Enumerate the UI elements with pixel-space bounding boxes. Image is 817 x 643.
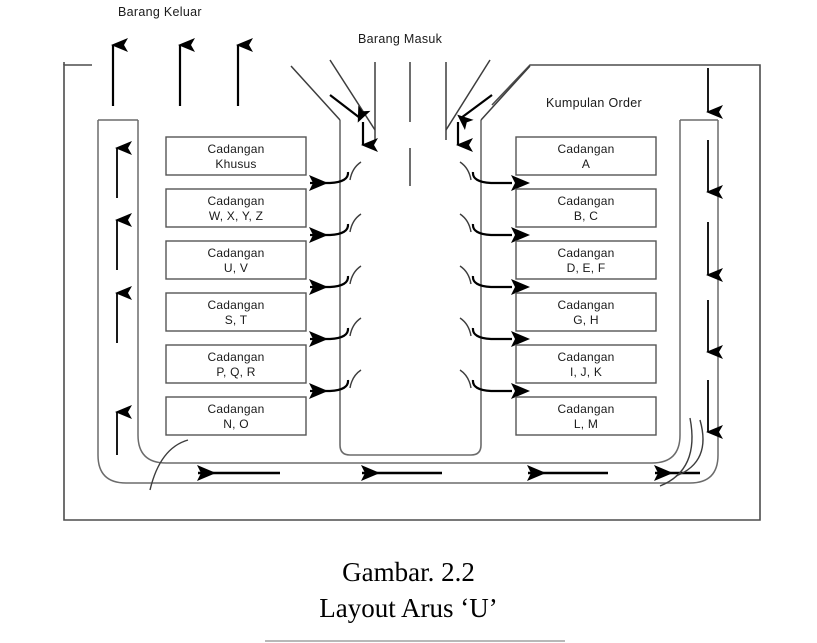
- storage-items: I, J, K: [569, 365, 603, 379]
- storage-box: [515, 292, 657, 332]
- storage-box: [165, 240, 307, 280]
- storage-box-label-left-5: Cadangan N, O: [166, 402, 306, 432]
- storage-box-label-right-2: Cadangan D, E, F: [516, 246, 656, 276]
- right-storage-boxes: [515, 136, 657, 436]
- left-storage-boxes: [165, 136, 307, 436]
- storage-title: Cadangan: [207, 246, 265, 260]
- central-receiving-aisle: [339, 120, 482, 456]
- storage-box: [165, 136, 307, 176]
- storage-items: A: [581, 157, 591, 171]
- right-branch-arrows: [471, 171, 530, 399]
- left-branch-hooks: [349, 161, 362, 389]
- storage-items: P, Q, R: [216, 365, 256, 379]
- storage-box: [165, 344, 307, 384]
- inbound-flow-arrows: [329, 94, 493, 152]
- storage-title: Cadangan: [207, 402, 265, 416]
- storage-title: Cadangan: [557, 350, 615, 364]
- storage-title: Cadangan: [557, 246, 615, 260]
- storage-box-label-left-1: Cadangan W, X, Y, Z: [166, 194, 306, 224]
- storage-box: [515, 344, 657, 384]
- warehouse-outer-wall: [63, 62, 761, 521]
- label-kumpulan-order: Kumpulan Order: [546, 96, 642, 110]
- storage-title: Cadangan: [207, 350, 265, 364]
- storage-items: B, C: [573, 209, 599, 223]
- u-corridor-walls: [97, 119, 719, 484]
- storage-box-label-right-5: Cadangan L, M: [516, 402, 656, 432]
- figure-caption-line-2: Layout Arus ‘U’: [319, 593, 498, 623]
- corner-transition-curves: [149, 417, 704, 491]
- storage-box: [515, 240, 657, 280]
- outbound-arrows: [111, 38, 253, 106]
- storage-box-label-right-1: Cadangan B, C: [516, 194, 656, 224]
- storage-title: Cadangan: [207, 298, 265, 312]
- inbound-funnel-lines: [290, 59, 531, 186]
- storage-box-label-right-3: Cadangan G, H: [516, 298, 656, 328]
- storage-box: [165, 188, 307, 228]
- storage-box: [165, 396, 307, 436]
- storage-box-label-left-3: Cadangan S, T: [166, 298, 306, 328]
- storage-title: Cadangan: [557, 298, 615, 312]
- storage-box: [515, 136, 657, 176]
- storage-box: [165, 292, 307, 332]
- storage-items: U, V: [223, 261, 249, 275]
- storage-items: S, T: [224, 313, 248, 327]
- storage-box-label-left-4: Cadangan P, Q, R: [166, 350, 306, 380]
- storage-items: L, M: [573, 417, 599, 431]
- storage-title: Cadangan: [557, 142, 615, 156]
- label-barang-keluar: Barang Keluar: [118, 5, 202, 19]
- page-bottom-rule: [265, 640, 565, 642]
- storage-items: W, X, Y, Z: [208, 209, 264, 223]
- left-branch-arrows: [309, 171, 350, 399]
- storage-title: Cadangan: [207, 142, 265, 156]
- storage-box-label-left-2: Cadangan U, V: [166, 246, 306, 276]
- storage-box: [515, 396, 657, 436]
- figure-caption-line-1: Gambar. 2.2: [342, 557, 475, 587]
- storage-items: G, H: [573, 313, 599, 327]
- label-barang-masuk: Barang Masuk: [358, 32, 443, 46]
- right-branch-hooks: [459, 161, 472, 389]
- storage-items: D, E, F: [566, 261, 606, 275]
- storage-items: N, O: [223, 417, 249, 431]
- storage-title: Cadangan: [557, 402, 615, 416]
- storage-box-label-right-4: Cadangan I, J, K: [516, 350, 656, 380]
- storage-title: Cadangan: [557, 194, 615, 208]
- storage-box: [515, 188, 657, 228]
- storage-box-label-left-0: Cadangan Khusus: [166, 142, 306, 172]
- storage-items: Khusus: [215, 157, 257, 171]
- storage-title: Cadangan: [207, 194, 265, 208]
- storage-box-label-right-0: Cadangan A: [516, 142, 656, 172]
